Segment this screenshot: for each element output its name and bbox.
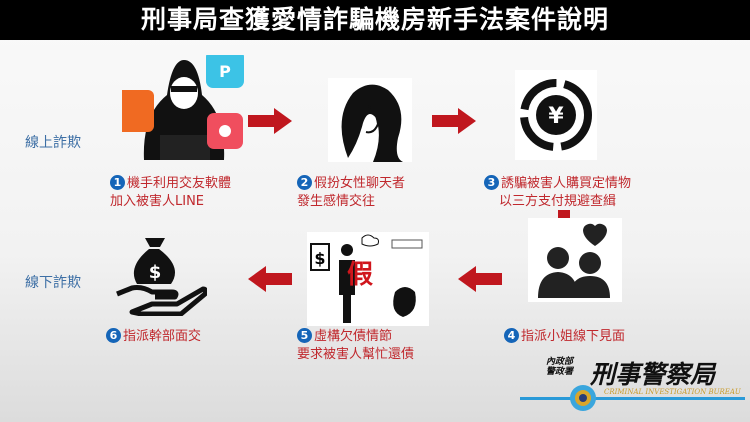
logo-ministry: 內政部 [546, 357, 574, 367]
hacker-apps-image: P [112, 50, 244, 165]
step-6-line1: 指派幹部面交 [123, 329, 202, 344]
cib-logo: 內政部警政署 刑事警察局 CRIMINAL INVESTIGATION BURE… [520, 355, 745, 420]
page-title: 刑事局查獲愛情詐騙機房新手法案件說明 [0, 0, 750, 40]
yuan-payment-image: ¥ [515, 70, 597, 160]
row-label-offline: 線下詐欺 [25, 275, 81, 291]
svg-text:P: P [219, 62, 231, 81]
step-number-badge: 2 [297, 175, 312, 190]
step-4-line1: 指派小姐線下見面 [521, 329, 626, 344]
woman-image [328, 78, 412, 162]
couple-image [528, 218, 622, 302]
step-number-badge: 6 [106, 328, 121, 343]
step-1-line1: 機手利用交友軟體 [127, 176, 232, 191]
step-5-line2: 要求被害人幫忙還債 [297, 347, 415, 362]
step-5-line1: 虛構欠債情節 [314, 329, 393, 344]
row-label-online: 線上詐欺 [25, 135, 81, 151]
police-emblem-icon [570, 385, 596, 411]
arrow-left-icon [458, 266, 502, 292]
arrow-right-icon [248, 108, 292, 134]
money-bag-hand-image: $ [115, 224, 209, 317]
logo-name: 刑事警察局 [590, 360, 716, 389]
step-2-line2: 發生感情交往 [297, 194, 376, 209]
step-number-badge: 3 [484, 175, 499, 190]
step-number-badge: 4 [504, 328, 519, 343]
logo-english: CRIMINAL INVESTIGATION BUREAU [604, 388, 741, 396]
svg-text:$: $ [149, 262, 162, 283]
svg-text:$: $ [314, 249, 325, 268]
arrow-left-icon [248, 266, 292, 292]
step-2-line1: 假扮女性聊天者 [314, 176, 406, 191]
step-3-line2: 以三方支付規避查緝 [499, 194, 617, 209]
step-number-badge: 5 [297, 328, 312, 343]
logo-agency: 警政署 [546, 367, 574, 377]
arrow-right-icon [432, 108, 476, 134]
svg-text:¥: ¥ [548, 104, 564, 129]
step-1-line2: 加入被害人LINE [110, 194, 205, 209]
debt-scene-image: $ 假 [307, 232, 429, 326]
fake-character-text: 假 [347, 260, 374, 290]
step-number-badge: 1 [110, 175, 125, 190]
step-3-line1: 誘騙被害人購買定情物 [501, 176, 632, 191]
